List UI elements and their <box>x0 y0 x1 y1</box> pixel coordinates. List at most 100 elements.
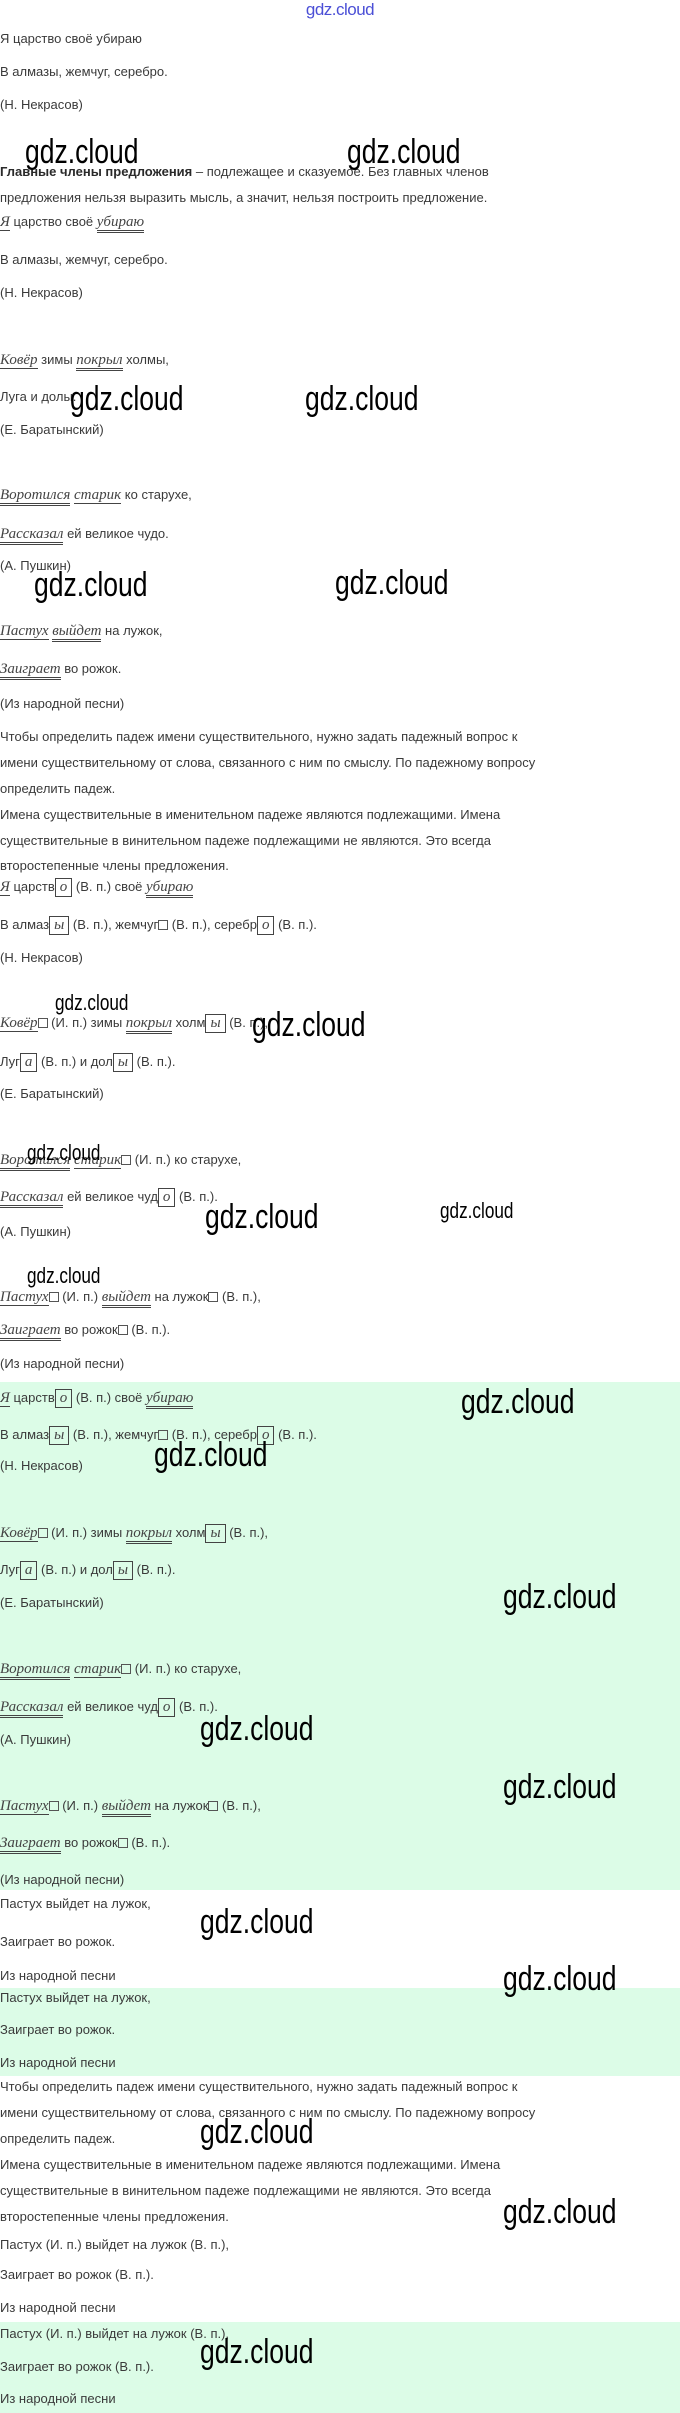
text: холм <box>172 1525 206 1540</box>
watermark: gdz.cloud <box>252 1006 366 1044</box>
case-ending-box: ы <box>112 1053 134 1073</box>
text: Из народной песни <box>0 1968 116 1983</box>
text-line: В алмазы, жемчуг, серебро. <box>0 249 168 271</box>
highlight-band <box>0 1382 680 1890</box>
subject-word: старик <box>73 487 122 504</box>
text: Из народной песни <box>0 2300 116 2315</box>
text: (В. п.), <box>225 1015 269 1030</box>
text-line: (Н. Некрасов) <box>0 1455 83 1477</box>
text: второстепенные члены предложения. <box>0 858 229 873</box>
text: В алмаз <box>0 1427 50 1442</box>
empty-ending-icon <box>48 1291 59 1302</box>
text: – подлежащее и сказуемое. Без главных чл… <box>192 164 489 179</box>
case-ending-box: о <box>157 1188 176 1208</box>
watermark: gdz.cloud <box>503 1578 617 1616</box>
text: (В. п.). <box>175 1189 218 1204</box>
text: Заиграет во рожок. <box>0 1934 116 1949</box>
text-line: Воротился старик (И. п.) ко старухе, <box>0 1149 241 1171</box>
predicate-word: Рассказал <box>0 1189 64 1208</box>
text: на лужок <box>150 1289 209 1304</box>
text: во рожок. <box>60 661 122 676</box>
text-line: определить падеж. <box>0 778 115 800</box>
text: холмы, <box>122 352 169 367</box>
text: (В. п.). <box>133 1054 176 1069</box>
subject-word: старик <box>73 1152 122 1169</box>
text-line: Воротился старик (И. п.) ко старухе, <box>0 1658 241 1680</box>
text: Пастух выйдет на лужок, <box>0 1990 151 2005</box>
text: В алмазы, жемчуг, серебро. <box>0 64 168 79</box>
text: ей великое чудо. <box>63 526 169 541</box>
text: Заиграет во рожок. <box>0 2022 116 2037</box>
case-ending-box: о <box>54 878 73 898</box>
text-line: второстепенные члены предложения. <box>0 855 229 877</box>
text-line: Заиграет во рожок. <box>0 1931 115 1953</box>
site-link[interactable]: gdz.cloud <box>305 0 375 19</box>
text: Имена существительные в именительном пад… <box>0 807 501 822</box>
watermark: gdz.cloud <box>503 2193 617 2231</box>
text-line: Заиграет во рожок (В. п.). <box>0 1832 170 1854</box>
term-bold: Главные члены предложения <box>0 164 193 179</box>
text: (В. п.). <box>127 1835 171 1850</box>
text: (Из народной песни) <box>0 1356 125 1371</box>
text: (А. Пушкин) <box>0 1224 71 1239</box>
text: на лужок, <box>101 623 163 638</box>
text: (В. п.) своё <box>72 879 147 894</box>
watermark: gdz.cloud <box>461 1383 575 1421</box>
text: ко старухе, <box>121 487 192 502</box>
case-ending-box: ы <box>205 1524 226 1544</box>
text-line: (Из народной песни) <box>0 1353 124 1375</box>
text: (Н. Некрасов) <box>0 97 83 112</box>
text-line: (Н. Некрасов) <box>0 94 83 116</box>
text-line: Воротился старик ко старухе, <box>0 484 192 506</box>
predicate-word: покрыл <box>76 352 123 371</box>
predicate-word: Воротился <box>0 1661 71 1680</box>
predicate-word: Воротился <box>0 1152 71 1171</box>
subject-word: Я <box>0 214 10 231</box>
text-line: Заиграет во рожок. <box>0 658 121 680</box>
watermark: gdz.cloud <box>347 133 461 171</box>
text: на лужок <box>150 1798 209 1813</box>
subject-word: Ковёр <box>0 1015 38 1032</box>
watermark: gdz.cloud <box>55 990 129 1015</box>
predicate-word: покрыл <box>125 1525 172 1544</box>
text: (И. п.) ко старухе, <box>131 1661 242 1676</box>
predicate-word: Заиграет <box>0 1322 61 1341</box>
text: имени существительному от слова, связанн… <box>0 2105 536 2120</box>
text-line: Из народной песни <box>0 2297 116 2319</box>
text: (Е. Баратынский) <box>0 1595 104 1610</box>
text: Чтобы определить падеж имени существител… <box>0 2079 518 2094</box>
text: (В. п.), <box>218 1798 261 1813</box>
text: Луг <box>0 1562 20 1577</box>
text: (В. п.) и дол <box>37 1562 113 1577</box>
predicate-word: выйдет <box>101 1289 151 1308</box>
text: Из народной песни <box>0 2055 116 2070</box>
text: Заиграет во рожок (В. п.). <box>0 2267 154 2282</box>
watermark: gdz.cloud <box>200 1903 314 1941</box>
case-ending-box: а <box>19 1561 38 1581</box>
predicate-word: покрыл <box>125 1015 172 1034</box>
subject-word: Я <box>0 1390 10 1407</box>
empty-ending-icon <box>121 1154 132 1165</box>
text: царство своё <box>9 214 97 229</box>
text-line: (А. Пушкин) <box>0 1729 71 1751</box>
predicate-word: убираю <box>146 1390 194 1409</box>
text-line: (Е. Баратынский) <box>0 1083 104 1105</box>
text: (В. п.) своё <box>72 1390 147 1405</box>
text: зимы <box>37 352 77 367</box>
text: ей великое чуд <box>63 1189 158 1204</box>
predicate-word: убираю <box>96 214 145 233</box>
text-line: Заиграет во рожок (В. п.). <box>0 1319 170 1341</box>
text-line: (Е. Баратынский) <box>0 419 104 441</box>
text-line: Пастух (И. п.) выйдет на лужок (В. п.), <box>0 1286 261 1308</box>
watermark: gdz.cloud <box>200 2113 314 2151</box>
text-line: Пастух выйдет на лужок, <box>0 1987 151 2009</box>
watermark: gdz.cloud <box>27 1263 101 1288</box>
text-line: определить падеж. <box>0 2128 115 2150</box>
empty-ending-icon <box>208 1291 219 1302</box>
text-line: В алмазы, жемчуг, серебро. <box>0 61 168 83</box>
text-line: (Е. Баратынский) <box>0 1592 104 1614</box>
text: определить падеж. <box>0 781 116 796</box>
